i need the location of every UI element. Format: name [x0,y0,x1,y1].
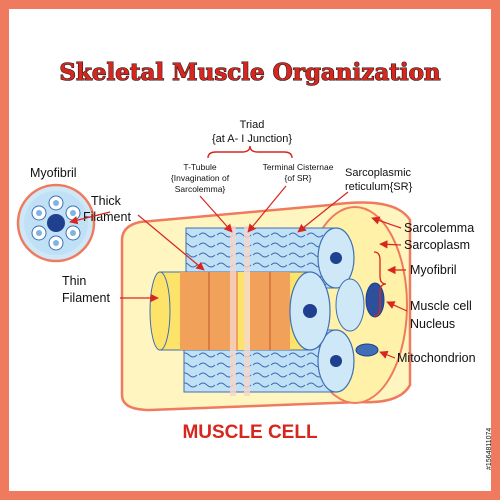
triad-sublabel: {at A- I Junction} [212,133,292,145]
sarcolemma-label: Sarcolemma [404,221,474,235]
page-title: Skeletal Muscle Organization [59,59,441,86]
myofibril-inset-label: Myofibril [30,166,77,180]
caption: MUSCLE CELL [182,422,318,443]
sarcoplasm-label: Sarcoplasm [404,238,470,252]
sr-sublabel: reticulum{SR} [345,181,413,193]
triad-label: Triad [240,119,265,131]
t-tubule-label: T-Tubule [183,162,217,172]
t-tubule-sublabel-2: Sarcolemma} [175,184,226,194]
thick-filament-label-2: Filament [83,210,131,224]
mitochondrion-shape [355,343,379,357]
label-arrows [69,185,408,359]
myofibril-bundle [149,226,365,396]
myofibril-label: Myofibril [410,263,457,277]
nucleus-shape [365,282,385,318]
sr-label: Sarcoplasmic [345,167,412,179]
myofibril-inset [16,183,96,263]
stock-id: #1564811074 [486,428,493,470]
terminal-cisternae-sublabel: {of SR} [285,173,312,183]
t-tubule-sublabel-1: {Invagination of [171,173,230,183]
nucleus-label-2: Nucleus [410,317,455,331]
nucleus-label-1: Muscle cell [410,299,472,313]
thin-filament-label-2: Filament [62,291,110,305]
terminal-cisternae-label: Terminal Cisternae [263,162,334,172]
mitochondrion-label: Mitochondrion [397,351,476,365]
thick-filament-label-1: Thick [91,194,122,208]
triad-brace [207,145,293,159]
svg-text:adobe stock: adobe stock [37,94,92,123]
thin-filament-label-1: Thin [62,274,86,288]
